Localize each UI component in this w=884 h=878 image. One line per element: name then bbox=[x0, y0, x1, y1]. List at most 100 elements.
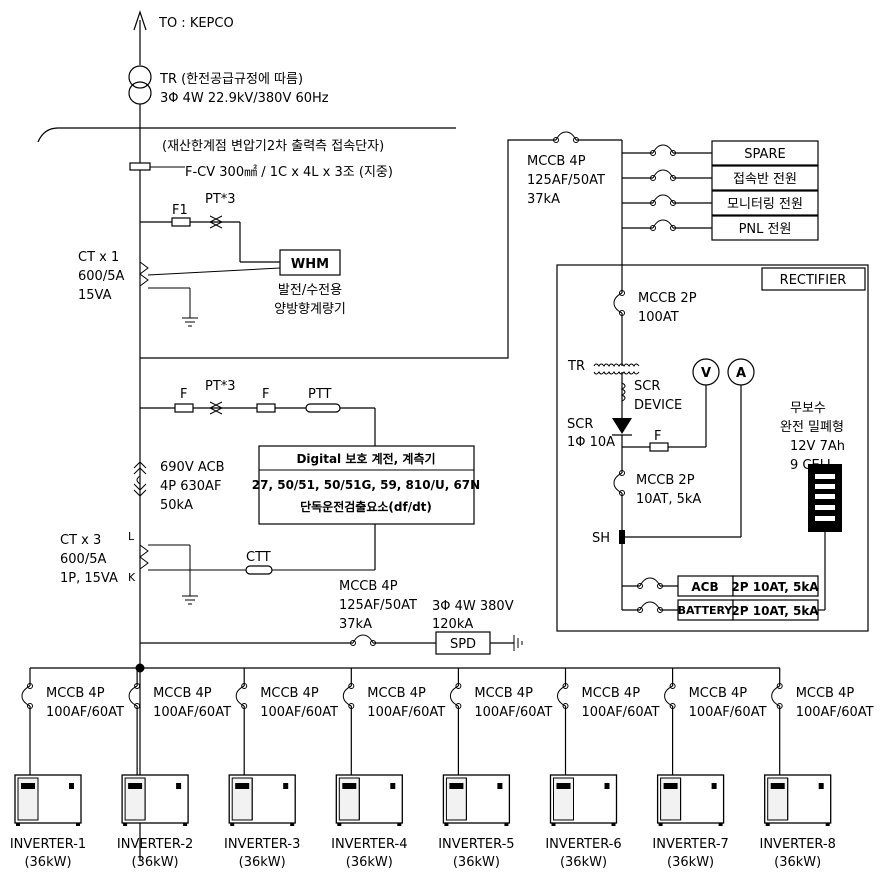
scr-device-label-1: SCR bbox=[634, 379, 660, 394]
acb-label-1: 690V ACB bbox=[160, 460, 225, 475]
ct1-label-1: CT x 1 bbox=[78, 250, 119, 265]
prot-pt-label: PT*3 bbox=[205, 379, 236, 394]
acb-label: ACB bbox=[691, 580, 718, 594]
ct3-k-label: K bbox=[128, 571, 136, 584]
inverter-icon bbox=[228, 774, 296, 826]
inverter-power: (36kW) bbox=[24, 855, 71, 870]
fuse-f1-icon bbox=[171, 217, 191, 227]
aux-load-label: PNL 전원 bbox=[739, 222, 792, 237]
ct3-l-label: L bbox=[128, 530, 135, 543]
aux-mccb-icon bbox=[555, 131, 577, 141]
ct3-ground-icon bbox=[182, 595, 198, 605]
relay-islanding: 단독운전검출요소(df/dt) bbox=[300, 499, 432, 514]
battery-branch: BATTERY 2P 10AT, 5kA bbox=[622, 599, 825, 621]
inverter-name: INVERTER-7 bbox=[652, 837, 728, 852]
prot-fuse-a-icon bbox=[174, 403, 194, 413]
spd-section: SPD MCCB 4P 125AF/50AT 37kA 3Φ 4W 380V 1… bbox=[140, 579, 523, 655]
inverter-name: INVERTER-4 bbox=[331, 837, 407, 852]
aux-load-junction-box: 접속반 전원 bbox=[622, 165, 819, 191]
shunt-icon bbox=[619, 530, 625, 544]
rect-mccb1-icon bbox=[613, 292, 623, 314]
ptt-icon bbox=[305, 403, 341, 413]
inverter-name: INVERTER-5 bbox=[438, 837, 514, 852]
scr-label-1: SCR bbox=[567, 417, 593, 432]
inverter-mccb-label-1: MCCB 4P bbox=[796, 686, 855, 701]
inverter-bus bbox=[30, 663, 780, 673]
relay-box bbox=[258, 445, 475, 525]
metering-section: F1 PT*3 WHM 발전/수전용 양방향계량기 CT x 1 600/5A … bbox=[78, 192, 346, 327]
ct1-label-2: 600/5A bbox=[78, 269, 124, 284]
transformer-rating: 3Φ 4W 22.9kV/380V 60Hz bbox=[160, 91, 329, 106]
to-kepco-label: TO : KEPCO bbox=[158, 16, 234, 31]
protection-section: F PT*3 F PTT Digital 보호 계전, 계측기 27, 50/5… bbox=[60, 379, 480, 605]
acb-label-3: 50kA bbox=[160, 498, 193, 513]
inverter-icon bbox=[764, 774, 832, 826]
aux-load-label: 접속반 전원 bbox=[733, 172, 797, 187]
inverter-power: (36kW) bbox=[453, 855, 500, 870]
inverter-mccb-label-1: MCCB 4P bbox=[582, 686, 641, 701]
whm-label: WHM bbox=[291, 257, 329, 272]
ptt-label: PTT bbox=[308, 387, 332, 402]
inverter-name: INVERTER-3 bbox=[224, 837, 300, 852]
rect-fuse-label: F bbox=[654, 429, 661, 444]
inverter-name: INVERTER-8 bbox=[760, 837, 836, 852]
svg-text:완전 밀폐형: 완전 밀폐형 bbox=[780, 420, 844, 435]
rect-fuse-icon bbox=[649, 442, 669, 452]
relay-title: Digital 보호 계전, 계측기 bbox=[296, 451, 435, 466]
prot-pt-icon bbox=[208, 401, 224, 415]
inverter-mccb-label-2: 100AF/60AT bbox=[153, 705, 231, 720]
spd-rating-2: 120kA bbox=[432, 617, 473, 632]
inverter-mccb-label-2: 100AF/60AT bbox=[582, 705, 660, 720]
prot-fuse-b-icon bbox=[256, 403, 276, 413]
acb-branch: ACB 2P 10AT, 5kA bbox=[622, 575, 819, 597]
rect-mccb1-label-2: 100AT bbox=[638, 310, 679, 325]
spd-label: SPD bbox=[450, 637, 476, 652]
scr-diode-icon bbox=[612, 418, 632, 434]
ct3-label-1: CT x 3 bbox=[60, 533, 101, 548]
voltmeter-icon bbox=[692, 358, 720, 386]
scr-device-coil-icon bbox=[620, 382, 626, 402]
rect-tr-label: TR bbox=[567, 359, 585, 374]
fuse-f1-label: F1 bbox=[172, 203, 188, 218]
ground-icon bbox=[182, 317, 198, 327]
spd-mccb-label-2: 125AF/50AT bbox=[339, 598, 417, 613]
whm-desc-1: 발전/수전용 bbox=[278, 283, 342, 298]
svg-text:무보수: 무보수 bbox=[790, 401, 826, 416]
acb-rating: 2P 10AT, 5kA bbox=[731, 580, 819, 594]
inverter-mccb-icon bbox=[128, 685, 138, 707]
aux-load-pnl: PNL 전원 bbox=[622, 215, 819, 241]
inverter-mccb-label-1: MCCB 4P bbox=[474, 686, 533, 701]
inverter-name: INVERTER-6 bbox=[545, 837, 621, 852]
cable-spec: F-CV 300㎟ / 1C x 4L x 3조 (지중) bbox=[185, 165, 393, 180]
inverter-name: INVERTER-2 bbox=[117, 837, 193, 852]
inverter-name: INVERTER-1 bbox=[10, 837, 86, 852]
battery-icon bbox=[808, 464, 842, 532]
aux-load-monitoring: 모니터링 전원 bbox=[622, 190, 819, 216]
inverter-mccb-icon bbox=[342, 685, 352, 707]
inverter-mccb-label-1: MCCB 4P bbox=[153, 686, 212, 701]
ct-meter-icon bbox=[139, 261, 149, 287]
inverter-icon bbox=[121, 774, 189, 826]
acb-label-2: 4P 630AF bbox=[160, 479, 221, 494]
ctt-label: CTT bbox=[246, 550, 271, 565]
rectifier-title: RECTIFIER bbox=[780, 273, 847, 288]
inverter-mccb-label-1: MCCB 4P bbox=[367, 686, 426, 701]
inverter-mccb-label-1: MCCB 4P bbox=[46, 686, 105, 701]
rect-mccb2-label-1: MCCB 2P bbox=[636, 473, 695, 488]
shunt-label: SH bbox=[592, 531, 610, 546]
main-transformer-icon bbox=[128, 65, 152, 105]
whm-box bbox=[279, 249, 341, 276]
ctt-icon bbox=[245, 565, 273, 575]
battery-breaker-label: BATTERY bbox=[678, 604, 734, 617]
whm-desc-2: 양방향계량기 bbox=[274, 302, 346, 317]
to-utility-arrow-icon bbox=[133, 10, 147, 31]
transformer-label: TR (한전공급규정에 따름) bbox=[159, 72, 303, 87]
terminal-block-icon bbox=[129, 162, 151, 171]
aux-load-spare: SPARE bbox=[622, 140, 819, 166]
prot-fuse-a-label: F bbox=[180, 387, 187, 402]
property-boundary-note: (재산한계점 변압기2차 출력측 접속단자) bbox=[162, 139, 384, 154]
